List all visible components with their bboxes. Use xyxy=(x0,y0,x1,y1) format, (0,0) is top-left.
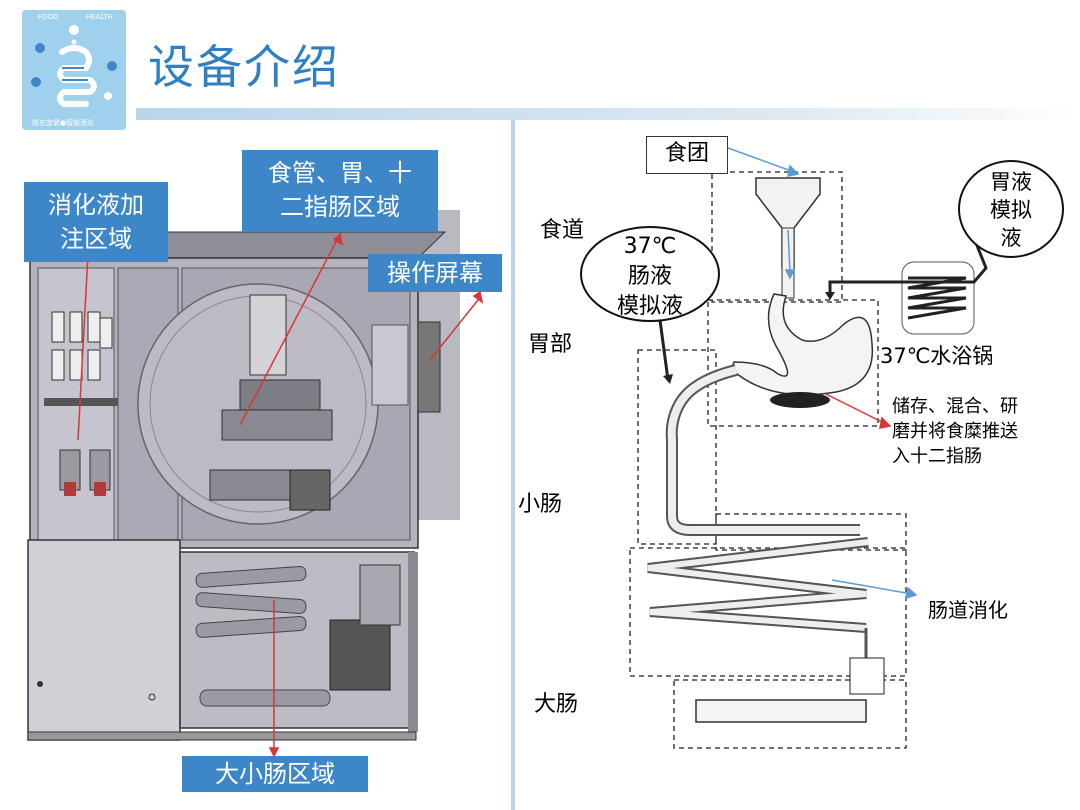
large-intestine-label: 大肠 xyxy=(534,692,579,717)
gastric-fluid-bubble: 胃液 模拟 液 xyxy=(958,160,1064,258)
water-bath-label: 37℃水浴锅 xyxy=(880,344,994,368)
esophagus-label: 食道 xyxy=(540,218,585,243)
stomach-function-note: 储存、混合、研 磨并将食糜推送 入十二指肠 xyxy=(892,396,1018,467)
fluid-injection-area-label: 消化液加 注区域 xyxy=(24,182,168,262)
logo: FOOD HEALTH 晓东宜健●智能消化 xyxy=(22,10,126,130)
page-title: 设备介绍 xyxy=(148,40,340,94)
intestinal-digestion-label: 肠道消化 xyxy=(928,598,1008,622)
intestine-area-label: 大小肠区域 xyxy=(182,756,368,792)
upper-gi-area-label: 食管、胃、十 二指肠区域 xyxy=(242,150,438,232)
digestive-tract-icon xyxy=(31,25,117,107)
food-bolus-label: 食团 xyxy=(646,136,728,174)
intestinal-fluid-bubble: 37℃ 肠液 模拟液 xyxy=(580,226,720,322)
logo-slogan-text: 晓东宜健●智能消化 xyxy=(32,119,95,127)
stomach-label: 胃部 xyxy=(528,332,573,357)
logo-food-text: FOOD xyxy=(38,13,59,21)
control-screen-label: 操作屏幕 xyxy=(368,254,502,292)
small-intestine-label: 小肠 xyxy=(518,492,563,517)
logo-health-text: HEALTH xyxy=(86,13,113,21)
column-divider xyxy=(511,120,515,810)
header-bar xyxy=(136,108,1080,120)
